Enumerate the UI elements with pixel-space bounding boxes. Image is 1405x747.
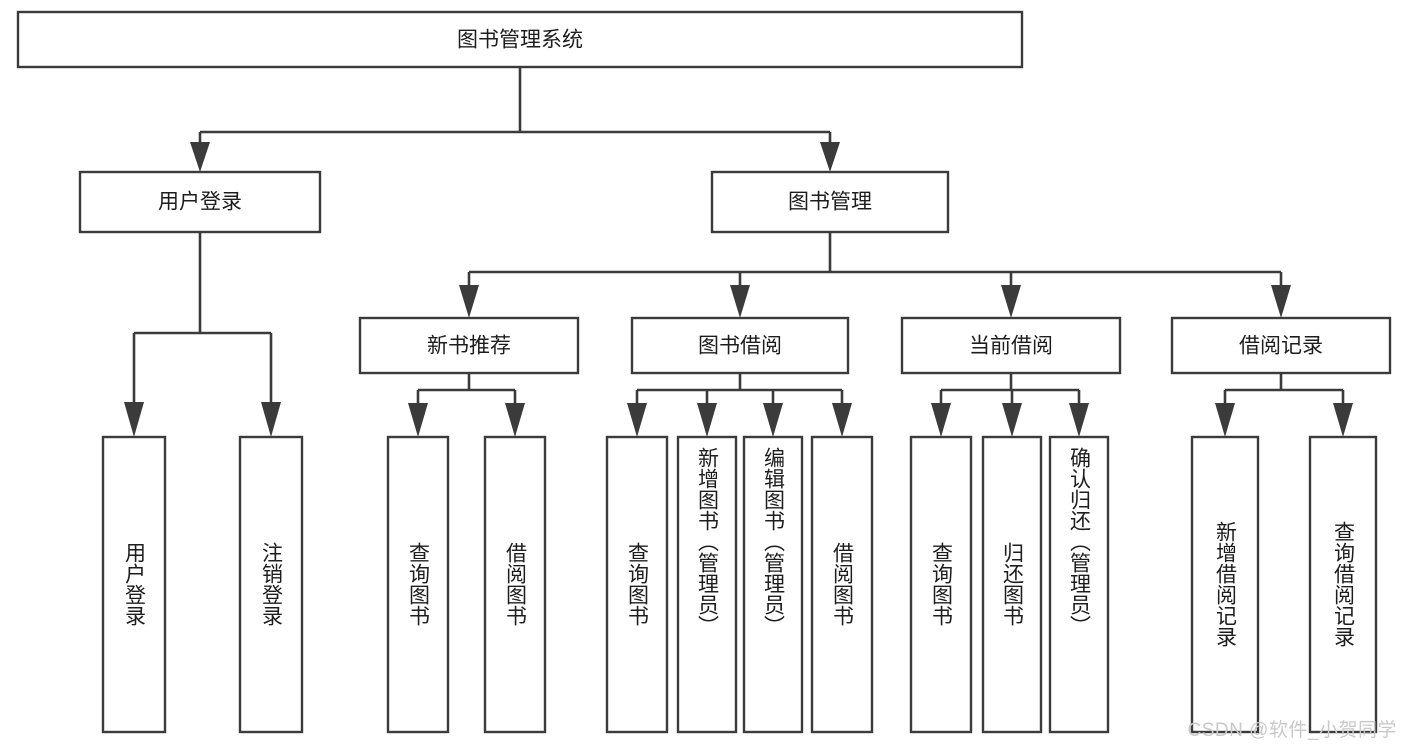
arrow-head-newbook-leaf-1 [408,403,428,437]
leaf-return-book-box[interactable] [981,435,1043,734]
leaf-borrow-book-1-box[interactable] [483,435,547,734]
leaf-query-book-1-box[interactable] [386,435,450,734]
leaf-query-borrow-record-label: 查询借阅记录 [1332,521,1356,647]
leaf-logout-label: 注销登录 [260,542,284,626]
leaf-borrow-book-1-label: 借阅图书 [504,542,528,626]
leaf-add-borrow-record[interactable]: 新增借阅记录 [1190,435,1260,734]
leaf-add-borrow-record-label: 新增借阅记录 [1214,521,1238,647]
arrow-head-current-leaf-2 [1002,403,1022,437]
arrow-head-login-leaf-1 [124,402,144,437]
arrow-head-to-current [1001,285,1021,318]
leaf-add-book-admin-box[interactable] [676,435,738,734]
node-current-borrow[interactable]: 当前借阅 [900,316,1122,375]
arrow-head-login-leaf-2 [261,402,281,437]
leaf-edit-book-admin[interactable]: 编辑图书（管理员） [742,435,804,734]
leaf-confirm-return-admin-label: 确认归还（管理员） [1068,447,1092,636]
leaf-logout[interactable]: 注销登录 [238,435,304,734]
arrow-head-borrow-leaf-2 [697,403,717,437]
arrow-head-to-borrow [730,285,750,318]
arrow-head-record-leaf-1 [1215,403,1235,437]
node-new-book-recommend[interactable]: 新书推荐 [358,316,580,375]
node-borrow-record[interactable]: 借阅记录 [1170,316,1392,375]
node-book-borrow-label: 图书借阅 [698,335,782,358]
arrow-head-borrow-leaf-4 [832,403,852,437]
leaf-user-login[interactable]: 用户登录 [101,435,167,734]
node-new-book-recommend-label: 新书推荐 [427,335,511,358]
node-current-borrow-box[interactable] [900,316,1122,375]
arrow-head-record-leaf-2 [1333,403,1353,437]
leaf-borrow-book-2[interactable]: 借阅图书 [810,435,874,734]
leaf-query-book-1[interactable]: 查询图书 [386,435,450,734]
node-user-login-label: 用户登录 [158,191,242,214]
leaf-query-borrow-record[interactable]: 查询借阅记录 [1308,435,1378,734]
leaf-add-book-admin-label: 新增图书（管理员） [696,447,720,636]
arrow-head-to-newbook [459,285,479,318]
node-new-book-recommend-box[interactable] [358,316,580,375]
connector-layer [124,67,1353,437]
node-user-login-box[interactable] [78,170,322,234]
leaf-return-book[interactable]: 归还图书 [981,435,1043,734]
leaf-add-borrow-record-box[interactable] [1190,435,1260,734]
node-book-borrow-box[interactable] [630,316,850,375]
leaf-user-login-label: 用户登录 [123,542,147,626]
arrow-head-current-leaf-3 [1069,403,1089,437]
leaf-query-book-2-box[interactable] [605,435,669,734]
leaf-query-book-3-box[interactable] [909,435,973,734]
leaf-query-book-3[interactable]: 查询图书 [909,435,973,734]
node-user-login[interactable]: 用户登录 [78,170,322,234]
node-current-borrow-label: 当前借阅 [969,335,1053,358]
arrow-head-borrow-leaf-3 [763,403,783,437]
leaf-query-book-1-label: 查询图书 [407,542,431,626]
leaf-query-borrow-record-box[interactable] [1308,435,1378,734]
node-book-management-label: 图书管理 [788,191,872,214]
node-book-management-box[interactable] [710,170,950,234]
leaf-borrow-book-1[interactable]: 借阅图书 [483,435,547,734]
leaf-confirm-return-admin-box[interactable] [1048,435,1110,734]
node-root-box[interactable] [16,10,1024,69]
node-book-borrow[interactable]: 图书借阅 [630,316,850,375]
leaf-logout-box[interactable] [238,435,304,734]
node-book-management[interactable]: 图书管理 [710,170,950,234]
leaf-confirm-return-admin[interactable]: 确认归还（管理员） [1048,435,1110,734]
leaf-user-login-box[interactable] [101,435,167,734]
arrow-head-borrow-leaf-1 [627,403,647,437]
node-root-label: 图书管理系统 [457,29,583,52]
leaf-query-book-3-label: 查询图书 [930,542,954,626]
arrow-head-to-login [190,142,210,172]
arrow-head-newbook-leaf-2 [505,403,525,437]
arrow-head-current-leaf-1 [931,403,951,437]
leaf-query-book-2-label: 查询图书 [626,542,650,626]
leaf-edit-book-admin-box[interactable] [742,435,804,734]
leaf-query-book-2[interactable]: 查询图书 [605,435,669,734]
csdn-watermark: CSDN @软件_小贺同学 [1187,720,1397,741]
node-borrow-record-box[interactable] [1170,316,1392,375]
arrow-head-to-bookmgmt [820,142,840,172]
arrow-head-to-record [1271,285,1291,318]
leaf-edit-book-admin-label: 编辑图书（管理员） [762,447,786,636]
node-borrow-record-label: 借阅记录 [1239,335,1323,358]
leaf-return-book-label: 归还图书 [1001,542,1025,626]
leaf-borrow-book-2-label: 借阅图书 [831,542,855,626]
node-root[interactable]: 图书管理系统 [16,10,1024,69]
leaf-add-book-admin[interactable]: 新增图书（管理员） [676,435,738,734]
leaf-borrow-book-2-box[interactable] [810,435,874,734]
